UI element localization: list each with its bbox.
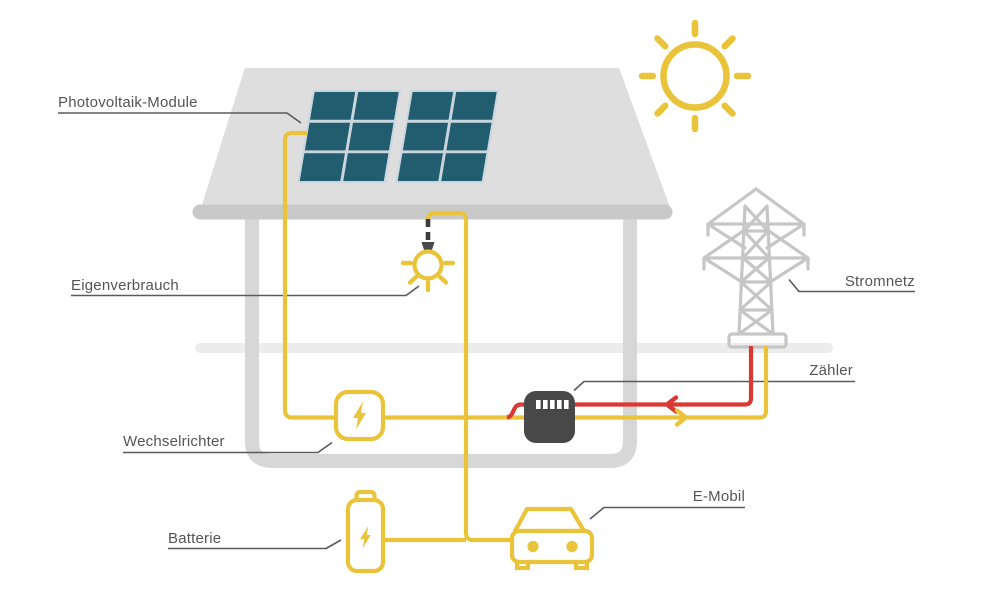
leader-line-wechselrichter bbox=[123, 441, 333, 454]
solar-cell bbox=[441, 153, 487, 181]
label-wechselrichter: Wechselrichter bbox=[123, 433, 225, 450]
solar-cell bbox=[397, 153, 443, 181]
solar-cell bbox=[451, 92, 497, 120]
arrow-right-icon bbox=[674, 408, 689, 427]
bulb-rays bbox=[400, 260, 456, 293]
meter-display-segment bbox=[550, 400, 555, 409]
solar-cell bbox=[402, 122, 449, 151]
label-stromnetz: Stromnetz bbox=[845, 273, 915, 290]
car-body bbox=[509, 528, 595, 565]
leader-line-photovoltaik bbox=[58, 112, 302, 124]
solar-cell bbox=[310, 92, 356, 120]
meter-display-segment bbox=[557, 400, 562, 409]
solar-cell bbox=[299, 153, 345, 181]
electric-car-icon bbox=[509, 506, 595, 571]
label-photovoltaik: Photovoltaik-Module bbox=[58, 94, 198, 111]
power-pylon-icon bbox=[702, 187, 810, 349]
battery-icon bbox=[345, 489, 386, 574]
label-batterie: Batterie bbox=[168, 530, 221, 547]
label-eigenverbrauch: Eigenverbrauch bbox=[71, 277, 179, 294]
solar-cell bbox=[348, 122, 394, 151]
pylon-base bbox=[727, 332, 788, 349]
meter-display-segment bbox=[543, 400, 548, 409]
lightning-bolt-icon bbox=[353, 401, 366, 430]
solar-panel-array-left bbox=[297, 90, 401, 183]
lamp-socket bbox=[421, 242, 435, 252]
meter-display-segment bbox=[536, 400, 541, 409]
solar-cell bbox=[353, 92, 399, 120]
electricity-meter-icon bbox=[524, 391, 575, 443]
wire-selfconsumption-branch bbox=[425, 210, 514, 543]
leader-line-stromnetz bbox=[788, 278, 915, 293]
car-headlight bbox=[566, 540, 578, 553]
label-emobil: E-Mobil bbox=[693, 488, 745, 505]
leader-line-zaehler bbox=[573, 380, 855, 392]
sun-rays bbox=[638, 19, 752, 133]
wire-grid-import bbox=[506, 346, 754, 420]
wire-pv-inverter-grid bbox=[282, 130, 769, 420]
label-zaehler: Zähler bbox=[809, 362, 853, 379]
sun-icon bbox=[638, 19, 752, 133]
car-cabin bbox=[512, 506, 587, 534]
solar-cell bbox=[343, 153, 389, 181]
leader-line-emobil bbox=[589, 506, 745, 520]
leader-line-eigenverbrauch bbox=[71, 285, 420, 297]
solar-cell bbox=[304, 122, 351, 151]
car-headlight bbox=[527, 540, 539, 553]
lightbulb-icon bbox=[400, 219, 456, 293]
meter-display-segment bbox=[564, 400, 569, 409]
solar-cell bbox=[446, 122, 492, 151]
solar-panel-array-right bbox=[395, 90, 499, 183]
leader-line-batterie bbox=[168, 539, 342, 550]
bulb-glass bbox=[412, 249, 444, 281]
solar-cell bbox=[408, 92, 454, 120]
inverter-icon bbox=[333, 389, 386, 442]
house-walls bbox=[245, 210, 637, 468]
lightning-bolt-icon bbox=[360, 525, 371, 549]
arrow-left-icon bbox=[664, 395, 679, 414]
